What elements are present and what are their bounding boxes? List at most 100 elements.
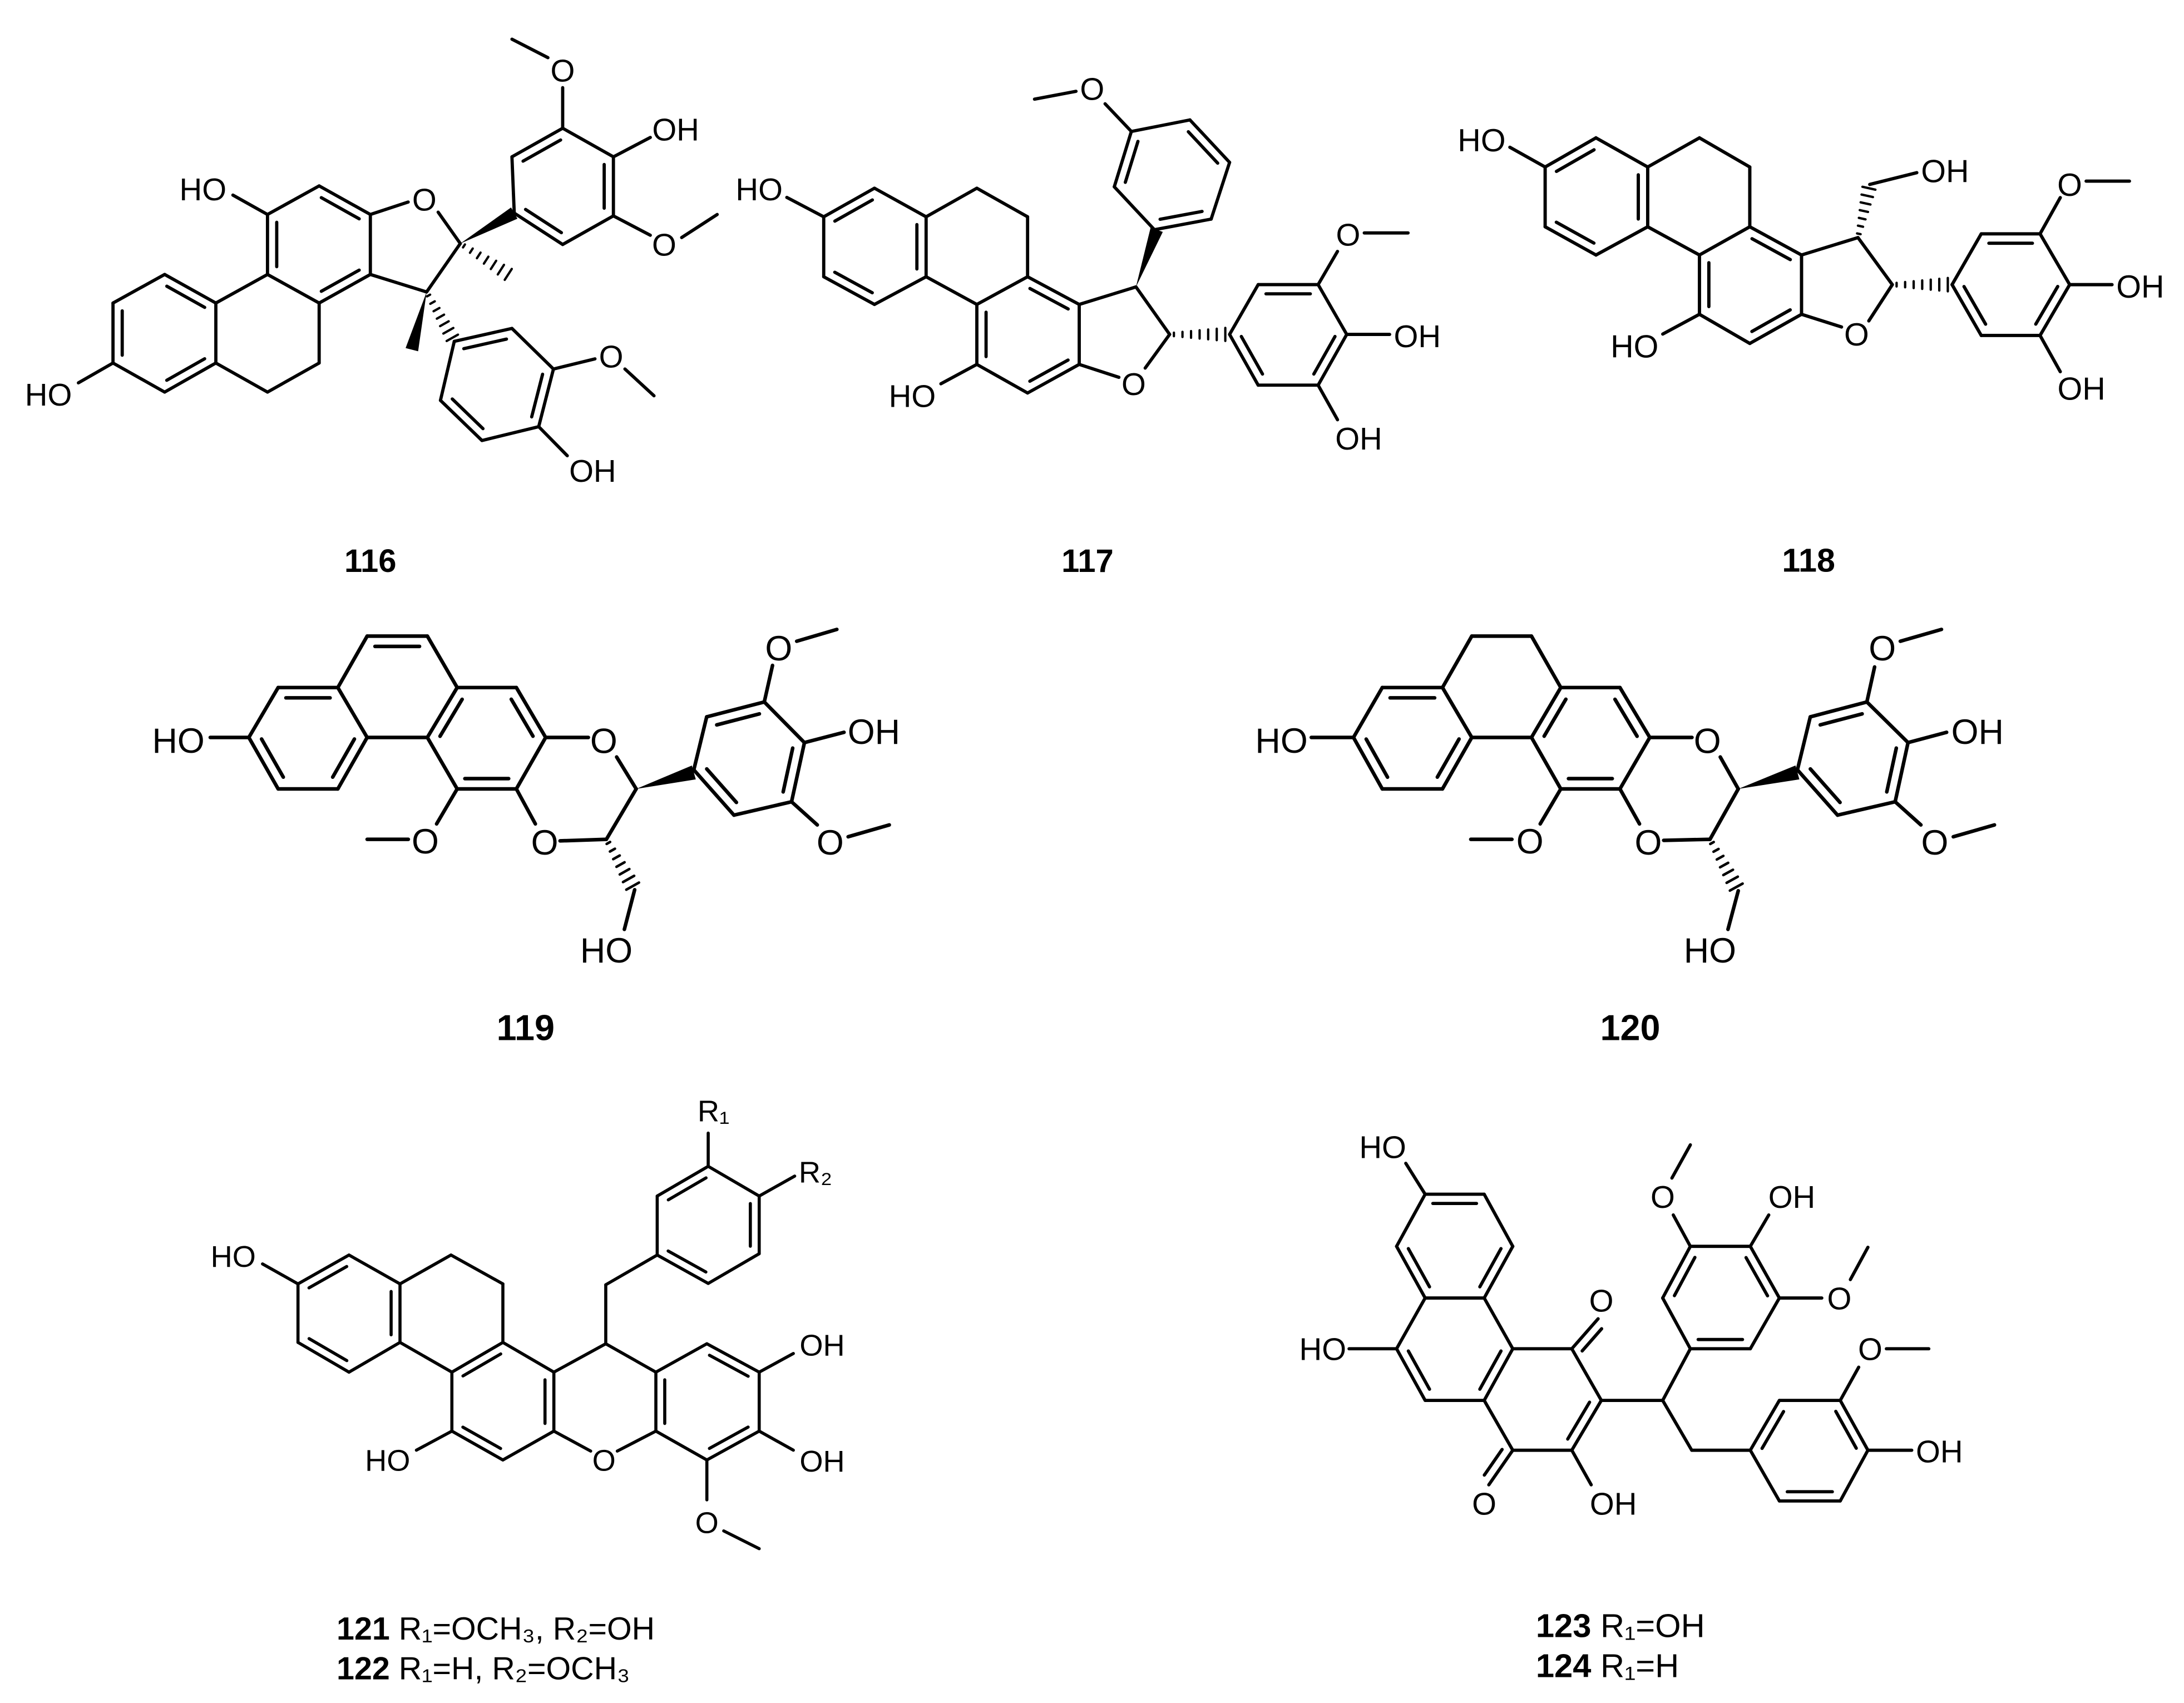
- double-bond: [1188, 118, 1232, 164]
- double-bond: [691, 768, 736, 817]
- single-bond: [336, 685, 369, 739]
- single-bond: [1868, 171, 1919, 186]
- double-bond-inner: [1028, 287, 1070, 311]
- hashed-bond-stroke: [1725, 875, 1740, 885]
- double-bond: [1893, 741, 1910, 804]
- double-bond: [705, 1429, 761, 1462]
- single-bond: [1129, 118, 1192, 134]
- atom-label: O: [652, 228, 676, 263]
- single-bond: [1594, 136, 1649, 169]
- single-bond: [975, 275, 1030, 307]
- single-bond: [611, 136, 652, 159]
- single-bond: [1670, 1143, 1692, 1180]
- single-bond: [561, 214, 615, 246]
- compound-number: 116: [344, 543, 397, 579]
- single-bond: [425, 736, 459, 791]
- single-bond: [1440, 634, 1474, 690]
- hashed-bond-stroke: [482, 255, 490, 265]
- double-bond: [1661, 1245, 1692, 1300]
- double-bond-inner: [1818, 712, 1864, 727]
- atom-label: OH: [2058, 371, 2106, 407]
- compound-caption: 122 R₁=H, R₂=OCH₃: [337, 1651, 630, 1687]
- single-bond: [939, 363, 979, 386]
- caption-spacer: [1591, 1607, 1600, 1644]
- atom-label: HO: [735, 172, 783, 207]
- double-bond: [537, 367, 555, 428]
- wedge-bond: [406, 292, 427, 352]
- single-bond: [1351, 685, 1385, 739]
- atom-label: HO: [25, 377, 72, 412]
- single-bond: [1661, 312, 1701, 336]
- atom-label: O: [1121, 367, 1146, 402]
- double-bond-inner: [2034, 285, 2059, 326]
- double-bond: [510, 126, 565, 159]
- double-bond: [1351, 736, 1385, 791]
- single-bond: [654, 1342, 709, 1374]
- single-bond: [501, 1341, 556, 1374]
- compound-number: 117: [1061, 543, 1114, 579]
- hashed-bond-stroke: [490, 259, 497, 270]
- single-bond: [1672, 1213, 1692, 1248]
- hashed-bond-stroke: [476, 251, 482, 260]
- double-bond-inner: [1158, 210, 1204, 221]
- double-bond-inner: [1750, 308, 1792, 333]
- double-bond: [1026, 275, 1081, 307]
- double-bond-inner: [165, 284, 206, 309]
- single-bond: [1395, 1296, 1427, 1351]
- atom-label: O: [1869, 629, 1896, 668]
- hashed-bond-stroke: [1728, 882, 1744, 892]
- double-bond-inner: [666, 1176, 708, 1202]
- wedge-bond: [1738, 765, 1800, 789]
- single-bond: [1395, 1192, 1427, 1248]
- double-bond: [1483, 1245, 1515, 1300]
- compound-number: 119: [497, 1007, 555, 1048]
- single-bond: [347, 1253, 402, 1286]
- hashed-bond-stroke: [615, 861, 626, 868]
- single-bond: [449, 1253, 505, 1286]
- double-bond: [452, 327, 514, 343]
- hashed-bond-stroke: [1858, 209, 1870, 214]
- single-bond: [265, 184, 321, 216]
- hashed-bond-stroke: [496, 263, 506, 276]
- atom-label: O: [1694, 722, 1721, 761]
- single-bond: [398, 1253, 453, 1286]
- compound-caption: 123 R₁=OH: [1536, 1607, 1705, 1644]
- single-bond: [1698, 312, 1752, 345]
- single-bond: [789, 799, 819, 827]
- atom-label: HO: [889, 379, 936, 414]
- single-bond: [1906, 730, 1949, 744]
- single-bond: [1440, 685, 1474, 739]
- single-bond: [1865, 665, 1877, 704]
- double-bond: [317, 273, 372, 305]
- single-bond: [1800, 236, 1860, 257]
- double-bond-inner: [1613, 697, 1639, 738]
- single-bond: [1594, 225, 1649, 257]
- double-bond: [1570, 1399, 1603, 1452]
- double-bond-inner: [1364, 737, 1390, 779]
- double-bond: [317, 184, 372, 216]
- atom-label: HO: [211, 1240, 256, 1273]
- single-bond: [1404, 1162, 1427, 1196]
- double-bond-inner: [509, 697, 535, 738]
- double-bond-inner: [781, 746, 795, 794]
- atom-label: HO: [1359, 1129, 1406, 1164]
- single-bond: [265, 361, 321, 394]
- double-bond-inner: [1239, 334, 1264, 376]
- single-bond: [368, 273, 428, 294]
- single-bond: [265, 273, 321, 305]
- double-bond-inner: [1312, 334, 1337, 376]
- single-bond: [762, 700, 807, 744]
- double-bond: [1748, 1399, 1781, 1452]
- double-bond-inner: [833, 198, 874, 223]
- atom-label: O: [695, 1506, 719, 1539]
- single-bond: [924, 275, 979, 307]
- single-bond: [1646, 136, 1701, 169]
- single-bond: [1835, 799, 1898, 817]
- hashed-bond-stroke: [432, 307, 441, 313]
- substituent-definition: R₁=OH: [1600, 1607, 1705, 1644]
- double-bond: [1748, 312, 1803, 345]
- double-bond-inner: [1478, 1349, 1503, 1391]
- single-bond: [2038, 232, 2072, 287]
